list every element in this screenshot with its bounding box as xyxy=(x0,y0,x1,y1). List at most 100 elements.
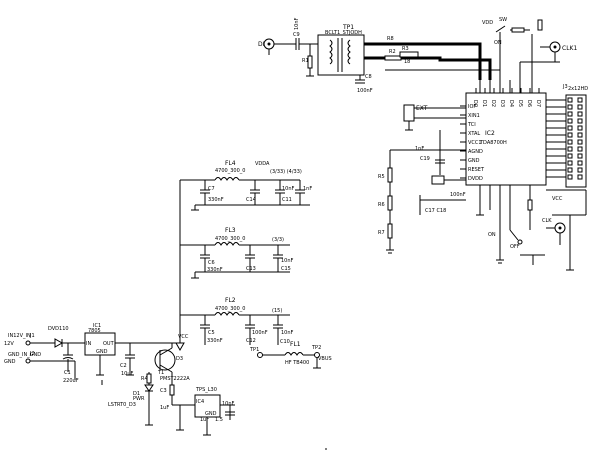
j3-pin xyxy=(577,153,583,159)
tp-out2-label: TP2 xyxy=(311,345,321,351)
j3-pin xyxy=(577,132,583,138)
j2-label: J2 xyxy=(29,351,35,357)
ext-crystal: EXT xyxy=(403,104,466,131)
c2-label: C2 xyxy=(120,363,127,369)
ic4-pin-gnd: GND xyxy=(205,411,217,417)
c8-value: 100nF xyxy=(357,88,373,94)
r4-label: R4 xyxy=(141,376,148,382)
j1-label: J1 xyxy=(29,333,35,339)
j3-pin xyxy=(567,132,573,138)
ic1-part: 7805 xyxy=(88,328,101,334)
c7-label: C7 xyxy=(208,186,215,192)
c6-value: 330nF xyxy=(207,267,223,273)
fl4-rail: (3/33) (4/33) xyxy=(270,169,302,175)
j3-pin xyxy=(577,167,583,173)
ic2-ref: IC2 xyxy=(485,130,495,137)
filter-fl4: FL4 4700_300_0 (3/33) (4/33) VDDA xyxy=(180,160,302,181)
ic2-part: TDA8700H xyxy=(479,140,507,146)
led-label: PWR xyxy=(133,396,145,402)
j3-pin xyxy=(567,167,573,173)
ic2-top-pin-label: D4 xyxy=(508,100,514,107)
ic1-regulator: IC1 7805 IN OUT GND xyxy=(84,323,116,356)
transistor-t1: T1 PMST2222A xyxy=(154,347,190,382)
j3-pin xyxy=(567,111,573,117)
j3-pin xyxy=(567,146,573,152)
r3-label: R3 xyxy=(402,46,409,52)
led-ref: D1 xyxy=(133,391,140,397)
fl2-part: 4700_300_0 xyxy=(215,306,245,312)
c4-value: 1uF xyxy=(200,417,209,423)
in12v-label: 12V xyxy=(4,341,14,347)
ic2-top-pin-label: D0 xyxy=(472,100,478,107)
c5-label: C5 xyxy=(208,330,215,336)
sw-label: SW xyxy=(499,17,507,23)
clk-ref-label: CLK xyxy=(542,218,552,224)
c11-label: C11 xyxy=(282,197,292,203)
di-label: DI xyxy=(258,41,265,48)
j3-pin xyxy=(567,104,573,110)
ic2-left-pin-label: IOF xyxy=(468,104,476,110)
cap-dual-label: C17 C18 xyxy=(425,208,446,214)
j3-pin xyxy=(567,97,573,103)
r7-label: R7 xyxy=(378,230,385,236)
vcc-right: VCC xyxy=(552,196,563,202)
j3-header: J3 2x12HD xyxy=(546,84,588,188)
j3-ref: J3 xyxy=(562,84,568,90)
j3-pin xyxy=(577,111,583,117)
tp-out-label: TP1 xyxy=(249,347,259,353)
c10-value: 10nF xyxy=(281,330,294,336)
ic1-pin-gnd: GND xyxy=(96,349,108,355)
c12-value: 100nF xyxy=(252,330,268,336)
j3-pin xyxy=(577,160,583,166)
ic2-top-pin-label: D6 xyxy=(526,100,532,107)
j3-pin xyxy=(567,118,573,124)
vbus-label: VBUS xyxy=(318,356,332,362)
j3-pin xyxy=(567,174,573,180)
tp1-ref: TP1 xyxy=(342,24,354,31)
c8-label: C8 xyxy=(365,74,372,80)
j3-pin xyxy=(577,139,583,145)
c16-value: 10nF xyxy=(222,401,235,407)
fl1-ref: FL1 xyxy=(290,341,301,348)
fl4-part: 4700_300_0 xyxy=(215,168,245,174)
tp1-part: BCLT1_STJODH xyxy=(325,30,362,36)
c11-value: 1nF xyxy=(303,186,312,192)
clk-out-connector: CLK xyxy=(542,218,566,245)
power-input: IN12V_IN GND_IN_GND 12V GND J1 J2 xyxy=(4,333,41,365)
transformer-tp1: TP1 BCLT1_STJODH xyxy=(317,24,365,76)
ingnd-tag: GND_IN_GND xyxy=(8,352,41,358)
ic2-left-pin-label: VCC1 xyxy=(468,140,482,146)
ingnd-label: GND xyxy=(4,359,16,365)
c12-label: C12 xyxy=(246,338,256,344)
c10-label: C10 xyxy=(280,339,290,345)
c18-value: 100nF xyxy=(450,192,466,198)
on-label: ON xyxy=(488,232,496,238)
r6-label: R6 xyxy=(378,202,385,208)
ic4-part: TPS_L30 xyxy=(195,387,217,393)
sw-on: ON xyxy=(494,40,502,46)
vdda-label: VDDA xyxy=(255,161,270,167)
c9-value: 10nF xyxy=(294,17,300,30)
c15-label: C15 xyxy=(281,266,291,272)
j3-pin xyxy=(577,125,583,131)
in12v-tag: IN12V_IN xyxy=(8,333,31,339)
ic2-top-pin-label: D7 xyxy=(535,100,541,107)
di-connector: DI xyxy=(258,38,275,55)
c9-label: C9 xyxy=(293,32,300,38)
filter-fl1: FL1 HF TB400 xyxy=(260,341,315,366)
c19-label: C19 xyxy=(420,156,430,162)
vdd-top: VDD xyxy=(482,20,493,26)
c2-value: 10uF xyxy=(121,371,134,377)
d2-label: DVD110 xyxy=(48,326,69,332)
led-part: LSTRT0_D3 xyxy=(108,402,136,408)
c15-value: 10nF xyxy=(281,258,294,264)
filter-fl2: FL2 4700_300_0 (15) xyxy=(180,297,290,316)
filter-fl3: FL3 4700_300_0 (3/3) xyxy=(180,227,290,246)
ic2-left-pin-label: DVDD xyxy=(468,176,483,182)
ic4-ref: IC4 xyxy=(196,399,204,405)
j3-pin xyxy=(577,118,583,124)
c14-value: 10nF xyxy=(282,186,295,192)
fl2-rail: (15) xyxy=(272,308,282,314)
r2-label: R2 xyxy=(389,49,396,55)
fl1-part: HF TB400 xyxy=(285,360,309,366)
